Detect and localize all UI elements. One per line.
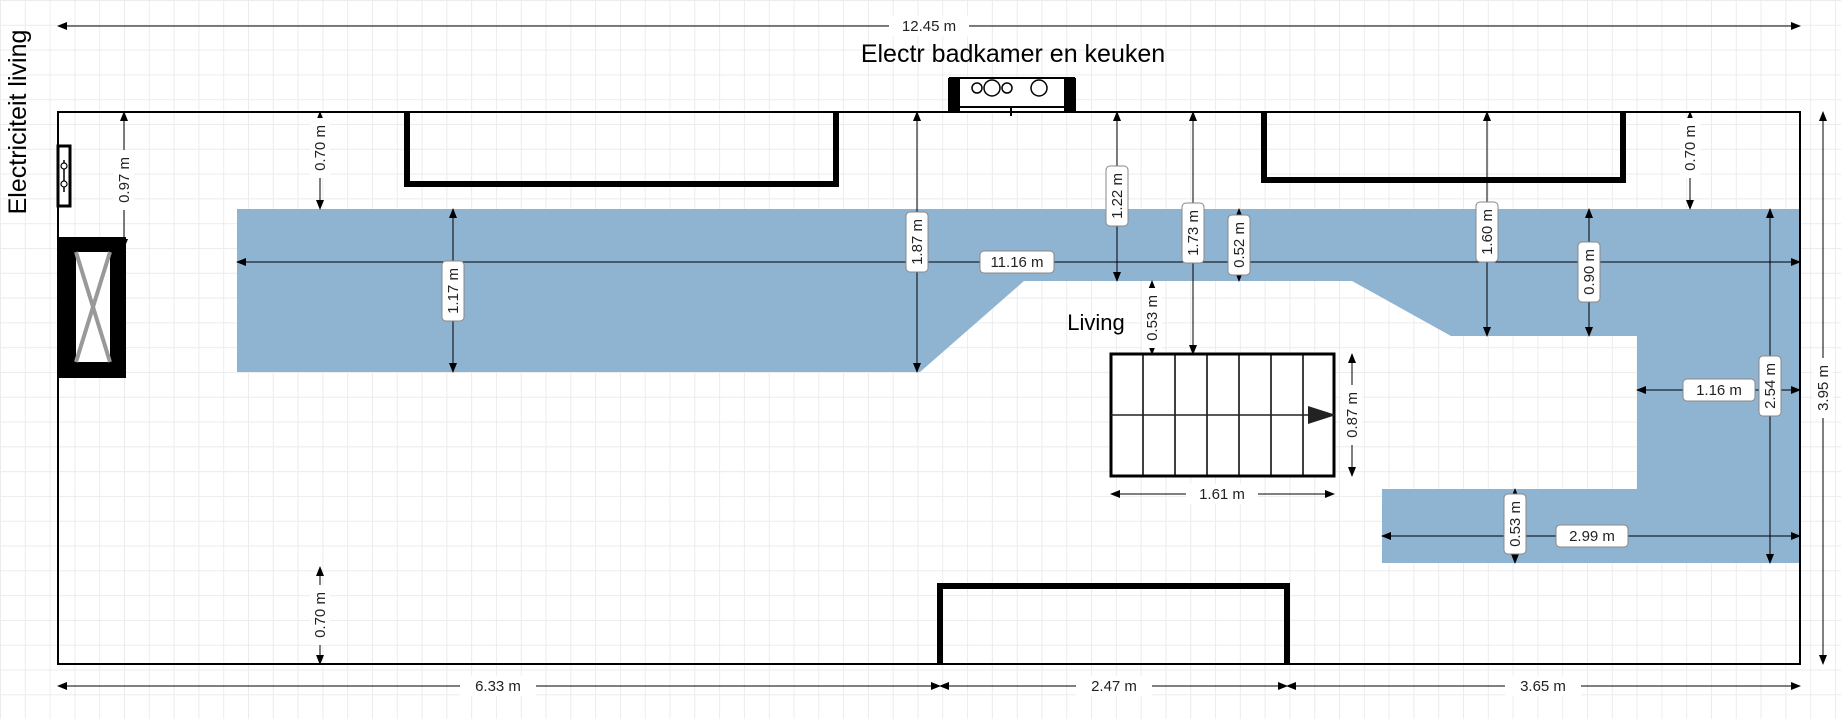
dim-overall-width: 12.45 m [889, 16, 969, 36]
bottom-fixture [937, 583, 1290, 664]
top-electrical-panel-icon [948, 77, 1076, 116]
dim-zone-to-stairs: 0.53 m [1142, 288, 1162, 348]
left-panel-label: Electriciteit living [4, 30, 32, 215]
dim-right-full-height-label: 2.54 m [1762, 363, 1779, 409]
dim-zone-length-label: 11.16 m [990, 254, 1043, 271]
dim-stairs-depth: 0.87 m [1342, 385, 1362, 445]
dim-right-full-height: 2.54 m [1758, 355, 1782, 417]
dim-top-to-stairs: 1.73 m [1181, 202, 1205, 264]
dim-right-zone-height-label: 0.90 m [1581, 249, 1598, 295]
dim-zone-height-left: 1.17 m [441, 260, 465, 322]
dim-top-gap-left: 0.70 m [310, 118, 330, 178]
dim-top-gap-right-label: 0.70 m [1682, 125, 1699, 171]
dim-top-to-zone-mid: 1.22 m [1105, 165, 1129, 227]
dim-zone-to-stairs-label: 0.53 m [1144, 295, 1161, 341]
dim-right-arm-width-label: 1.16 m [1696, 382, 1742, 399]
dim-top-to-zone-mid-label: 1.22 m [1109, 173, 1126, 219]
dim-overall-height: 3.95 m [1813, 358, 1833, 418]
stairs [1109, 352, 1336, 478]
dim-bottom-left-label: 6.33 m [475, 678, 521, 695]
dim-bottom-zone-width-label: 2.99 m [1569, 528, 1615, 545]
dim-bottom-right-label: 3.65 m [1520, 678, 1566, 695]
top-left-fixture [404, 112, 839, 187]
dim-top-gap-left-label: 0.70 m [312, 125, 329, 171]
dim-zone-length: 11.16 m [979, 250, 1055, 274]
dim-stairs-width: 1.61 m [1186, 484, 1258, 504]
dim-overall-width-label: 12.45 m [902, 18, 956, 35]
dim-right-depth-label: 1.60 m [1479, 209, 1496, 255]
top-right-fixture [1261, 112, 1626, 183]
dim-left-wall-gap-label: 0.97 m [116, 157, 133, 203]
dim-bottom-gap-left-label: 0.70 m [312, 592, 329, 638]
top-panel-label: Electr badkamer en keuken [861, 40, 1165, 68]
dim-bottom-right: 3.65 m [1505, 676, 1581, 696]
dim-left-wall-gap: 0.97 m [114, 150, 134, 210]
blue-zone-area [237, 209, 1800, 563]
dim-mid-depth: 1.87 m [905, 211, 929, 273]
dim-bottom-left: 6.33 m [460, 676, 536, 696]
dim-overall-height-label: 3.95 m [1815, 365, 1832, 411]
dim-right-zone-height: 0.90 m [1577, 241, 1601, 303]
dim-zone-height-left-label: 1.17 m [445, 268, 462, 314]
room-label: Living [1067, 310, 1124, 335]
room-outline [57, 111, 1801, 665]
dim-zone-thickness-mid: 0.52 m [1227, 214, 1251, 276]
dim-bottom-zone-height: 0.53 m [1503, 493, 1527, 555]
dim-right-arm-width: 1.16 m [1682, 378, 1756, 402]
dim-mid-depth-label: 1.87 m [909, 219, 926, 265]
dim-stairs-width-label: 1.61 m [1199, 486, 1245, 503]
dim-bottom-mid-label: 2.47 m [1091, 678, 1137, 695]
left-electrical-panel-icon [56, 144, 72, 208]
dim-zone-thickness-mid-label: 0.52 m [1231, 222, 1248, 268]
dim-bottom-mid: 2.47 m [1076, 676, 1152, 696]
dim-bottom-zone-height-label: 0.53 m [1507, 501, 1524, 547]
dim-right-depth: 1.60 m [1475, 201, 1499, 263]
dim-top-gap-right: 0.70 m [1680, 118, 1700, 178]
dim-bottom-gap-left: 0.70 m [310, 585, 330, 645]
dim-bottom-zone-width: 2.99 m [1555, 524, 1629, 548]
left-cabinet-icon [58, 237, 126, 378]
dim-top-to-stairs-label: 1.73 m [1185, 210, 1202, 256]
dim-stairs-depth-label: 0.87 m [1344, 392, 1361, 438]
